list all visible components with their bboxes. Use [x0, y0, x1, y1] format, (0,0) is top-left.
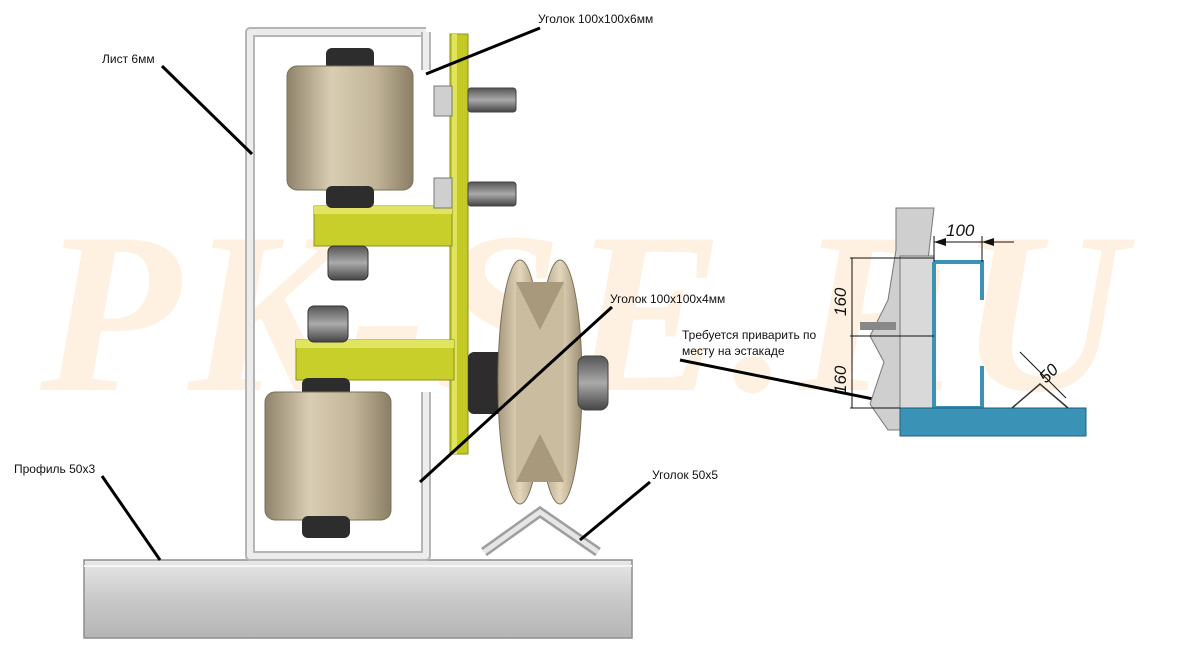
dim-angle-leg: 50	[1035, 360, 1062, 387]
v-groove-wheel	[468, 259, 609, 505]
dim-height-upper: 160	[831, 287, 850, 316]
dim-height-lower: 160	[831, 365, 850, 394]
plate-bolts	[433, 85, 517, 209]
trestle-detail	[850, 207, 1087, 437]
lower-roller	[264, 305, 392, 538]
rail-angle	[481, 505, 601, 557]
label-sheet: Лист 6мм	[102, 52, 155, 66]
yellow-plate	[449, 33, 469, 455]
label-weld-note-1: Требуется приварить по	[682, 328, 817, 342]
label-weld-note-2: месту на эстакаде	[682, 344, 785, 358]
label-angle-mid: Уголок 100x100x4мм	[610, 292, 726, 306]
leader-lines	[100, 26, 909, 561]
dim-width-top: 100	[946, 221, 975, 240]
upper-roller	[286, 48, 414, 281]
label-angle-rail: Уголок 50x5	[652, 468, 719, 482]
upper-bracket	[313, 205, 453, 247]
lower-bracket	[295, 339, 455, 381]
label-angle-top: Уголок 100x100x6мм	[538, 12, 654, 26]
base-profile	[83, 559, 633, 639]
label-profile: Профиль 50x3	[14, 462, 96, 476]
sheet-frame	[245, 27, 431, 561]
